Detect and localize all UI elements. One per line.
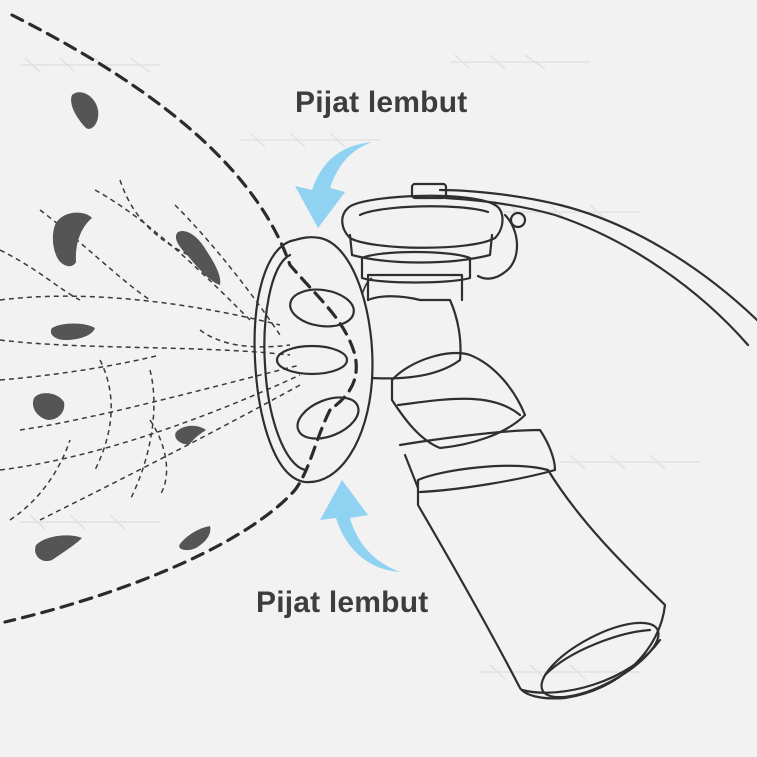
breast-lower-curve (3, 408, 332, 624)
label-bottom-gentle-massage: Pijat lembut (256, 586, 429, 619)
gland-blob (52, 212, 92, 267)
bottle-base (520, 638, 662, 694)
massage-pad-lower (296, 396, 360, 440)
gland-blob (71, 92, 99, 129)
gland-blob (175, 230, 221, 285)
breast-outline (3, 13, 358, 624)
bottle-body (416, 464, 667, 700)
gland-blob (179, 526, 211, 551)
pump-neck (366, 295, 462, 380)
milk-glands (32, 92, 221, 562)
curved-arrow-down-left-icon (295, 142, 372, 228)
gland-blob (32, 393, 65, 420)
pump-body (341, 182, 757, 380)
gland-blob (175, 425, 206, 445)
massage-pad-middle (275, 344, 349, 376)
massage-arrows (295, 142, 400, 572)
tube-connector (509, 211, 527, 229)
milk-bottle (390, 351, 667, 700)
pump-cap (341, 194, 504, 249)
curved-arrow-up-left-icon (320, 480, 400, 572)
label-top-gentle-massage: Pijat lembut (295, 86, 468, 119)
gland-blob (35, 535, 82, 562)
breast-upper-curve (10, 13, 358, 412)
breast-shield (253, 236, 374, 484)
massage-pad-upper (289, 288, 355, 328)
gland-blob (50, 323, 95, 340)
bottle-collar (390, 351, 527, 450)
